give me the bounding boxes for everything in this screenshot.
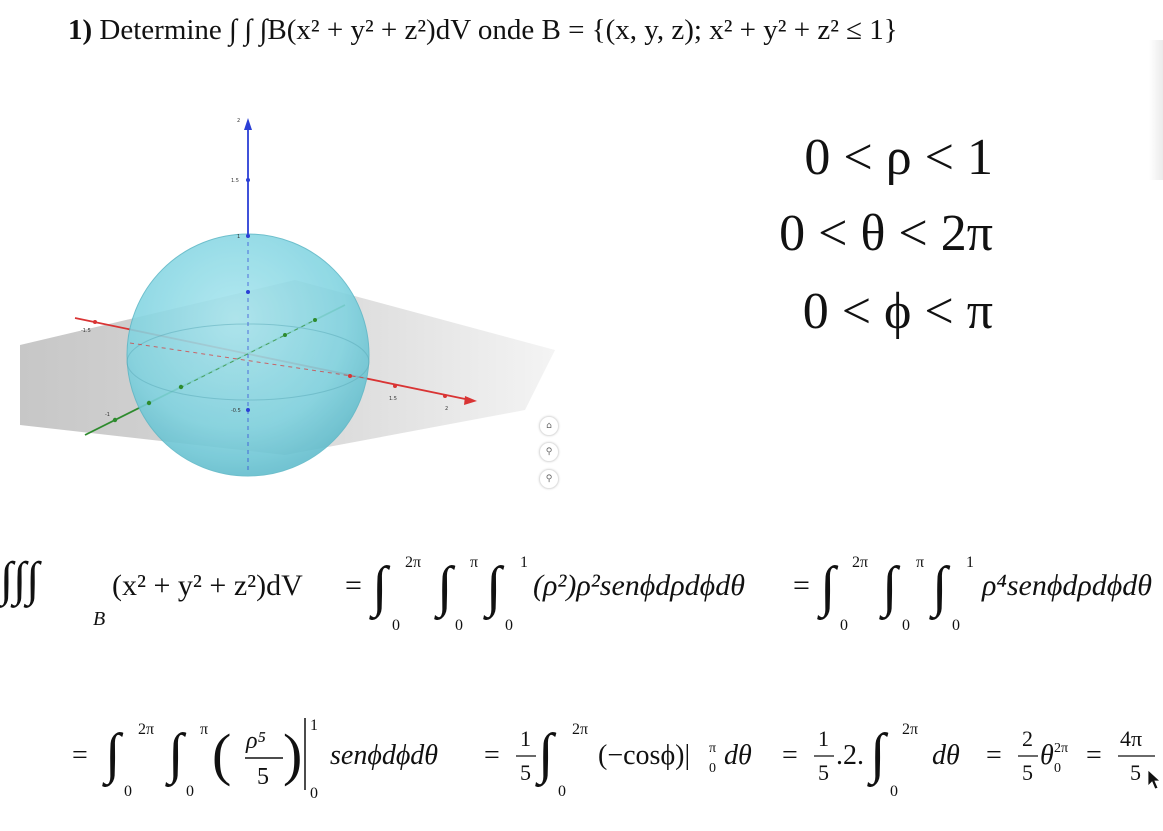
svg-text:∫: ∫ [483,556,505,621]
svg-text:dθ: dθ [932,740,960,771]
svg-text:=: = [1086,740,1102,771]
x-tick-1.5: 1.5 [389,396,397,402]
z-tick-1.5: 1.5 [231,178,239,184]
equation-line-1: ∫∫∫ B (x² + y² + z²)dV = ∫ 2π 0 ∫ π 0 ∫ … [0,553,1152,634]
zoom-in-icon[interactable]: ⚲ [539,442,559,462]
svg-text:0: 0 [124,783,132,800]
equals-lead: = [72,740,88,771]
home-icon[interactable]: ⌂ [539,416,559,436]
svg-text:): ) [283,722,302,787]
theta-bounds: 0 < θ < 2π [779,205,993,262]
zoom-out-icon[interactable]: ⚲ [539,469,559,489]
problem-number: 1) [68,14,93,46]
eval-lower: 0 [310,785,318,802]
z-tick-2: 2 [237,118,240,124]
svg-text:1: 1 [818,726,829,751]
svg-text:0: 0 [558,783,566,800]
x-tick-neg1.5: -1.5 [81,328,91,334]
svg-text:2π: 2π [1054,741,1068,756]
svg-text:π: π [709,741,716,756]
phi-bounds: 0 < ϕ < π [802,283,993,340]
problem-statement: 1) Determine ∫ ∫ ∫B(x² + y² + z²)dV onde… [68,14,898,47]
right-integrand: ρ⁴senϕdρdϕdθ [981,569,1152,602]
mid-lower-theta: 0 [392,617,400,634]
svg-text:5: 5 [818,760,829,785]
y-tick-neg1: -1 [105,412,110,418]
svg-text:0: 0 [1054,761,1061,776]
z-tick-1: 1 [237,234,240,240]
frac-den: 5 [257,764,269,790]
svg-text:1: 1 [966,554,974,571]
svg-text:∫: ∫ [879,556,901,621]
result-den: 5 [1130,760,1141,785]
result-num: 4π [1120,726,1142,751]
lhs-integrand: (x² + y² + z²)dV [112,569,303,602]
equals-2: = [793,569,810,602]
svg-text:=: = [484,740,500,771]
lhs-domain: B [93,608,105,630]
svg-text:2π: 2π [852,554,868,571]
svg-text:0: 0 [455,617,463,634]
svg-text:2π: 2π [138,721,154,738]
mouse-cursor-icon [1147,769,1162,790]
svg-text:π: π [200,721,208,738]
lhs-integral-signs: ∫∫∫ [0,553,42,608]
svg-text:0: 0 [505,617,513,634]
mid-integrand: (ρ²)ρ²senϕdρdϕdθ [533,569,745,602]
sphere-3d-graph[interactable]: 2 1.5 1 -0.5 -1.5 1.5 2 -1 [15,110,560,500]
svg-text:∫: ∫ [102,723,124,788]
rho-bounds: 0 < ρ < 1 [804,129,993,186]
equation-line-2: = ∫ 2π 0 ∫ π 0 ( ρ⁵ 5 ) 1 0 senϕdϕdθ = 1… [72,717,1162,802]
mid-upper-theta: 2π [405,554,421,571]
svg-text:0: 0 [902,617,910,634]
svg-text:∫: ∫ [434,556,456,621]
svg-text:2: 2 [1022,726,1033,751]
svg-text:5: 5 [1022,760,1033,785]
step3-mid: .2. [836,740,864,771]
svg-text:∫: ∫ [867,723,889,788]
mid-integral-signs: ∫ [369,556,391,621]
z-tick-neg0.5: -0.5 [231,408,241,414]
svg-text:2π: 2π [572,721,588,738]
svg-text:2π: 2π [902,721,918,738]
mid-upper-rho: 1 [520,554,528,571]
svg-text:∫: ∫ [535,723,557,788]
equals-1: = [345,569,362,602]
svg-text:∫: ∫ [165,723,187,788]
mid-upper-phi: π [470,554,478,571]
problem-text: Determine ∫ ∫ ∫B(x² + y² + z²)dV onde B … [99,14,898,46]
scroll-edge-shadow [1149,40,1163,180]
svg-text:5: 5 [520,760,531,785]
x-tick-2: 2 [445,406,448,412]
integrand-2: senϕdϕdθ [330,740,438,771]
svg-text:0: 0 [890,783,898,800]
svg-text:=: = [986,740,1002,771]
svg-text:0: 0 [952,617,960,634]
svg-text:1: 1 [520,726,531,751]
svg-text:∫: ∫ [929,556,951,621]
svg-text:π: π [916,554,924,571]
eval-upper: 1 [310,717,318,734]
svg-text:0: 0 [840,617,848,634]
svg-text:(: ( [212,722,231,787]
svg-text:=: = [782,740,798,771]
cos-term: (−cosϕ)| [598,740,690,771]
svg-text:dθ: dθ [724,740,752,771]
svg-text:∫: ∫ [817,556,839,621]
svg-text:0: 0 [709,761,716,776]
svg-text:θ: θ [1040,740,1054,771]
svg-text:0: 0 [186,783,194,800]
frac-num: ρ⁵ [245,728,266,754]
